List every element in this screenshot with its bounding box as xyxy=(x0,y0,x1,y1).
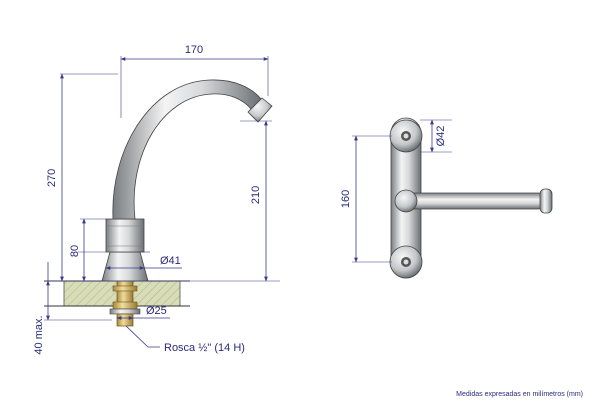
faucet-base xyxy=(101,251,149,282)
dim-flange-diameter: Ø42 xyxy=(435,126,447,147)
top-view: 160 Ø42 xyxy=(340,117,553,279)
dim-body-diameter: Ø41 xyxy=(160,255,181,267)
spout-arm xyxy=(399,192,547,210)
dim-bracket-span: 160 xyxy=(340,190,352,208)
dim-max-thickness: 40 max. xyxy=(33,315,45,354)
side-view: 170 270 210 80 Ø41 Ø25 40 max. Rosca ½" … xyxy=(33,44,280,355)
dim-spout-height: 210 xyxy=(250,186,262,204)
dim-width-top: 170 xyxy=(185,44,203,56)
spout-tip xyxy=(539,188,553,214)
thread-label: Rosca ½" (14 H) xyxy=(164,342,245,354)
dim-height-total: 270 xyxy=(46,169,58,187)
spout-aerator xyxy=(247,97,273,123)
dim-shank-diameter: Ø25 xyxy=(146,305,167,317)
dim-body-height: 80 xyxy=(69,245,81,257)
faucet-body xyxy=(105,218,145,253)
faucet-spout xyxy=(112,79,263,220)
units-note: Medidas expresadas en milímetros (mm) xyxy=(456,391,583,398)
